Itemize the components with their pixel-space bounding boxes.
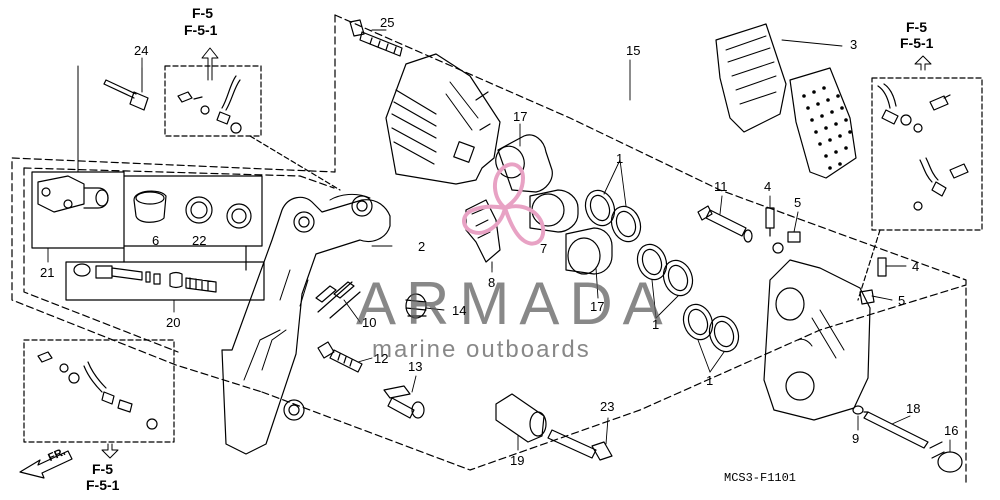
part-label-23: 23	[600, 399, 615, 414]
part-label-25: 25	[380, 15, 395, 30]
ref-top-right-1: F-5	[906, 19, 927, 35]
leader-lines	[47, 29, 951, 453]
hose-detail-top-left	[164, 47, 341, 191]
part-label-9: 9	[852, 431, 860, 446]
bolt-24	[77, 65, 149, 173]
ref-top-right-2: F-5-1	[900, 35, 934, 51]
ref-bottom-left-2: F-5-1	[86, 477, 120, 493]
part-label-3: 3	[850, 37, 858, 52]
part-label-19: 19	[510, 453, 525, 468]
assembly-outline	[11, 14, 967, 486]
part-label-8: 8	[488, 275, 496, 290]
part-label-1-top: 1	[616, 151, 624, 166]
bolt-12	[317, 341, 363, 373]
brake-pads	[715, 23, 857, 179]
part-label-18: 18	[906, 401, 921, 416]
bolt-13	[383, 385, 425, 419]
part-label-16: 16	[944, 423, 959, 438]
caliper-body-outer	[385, 53, 501, 185]
hose-detail-bottom-left	[23, 339, 175, 459]
boot-and-seals	[133, 190, 252, 229]
bracket-pin-assembly	[37, 175, 109, 213]
part-label-20: 20	[166, 315, 181, 330]
bolt-14	[405, 293, 427, 319]
part-label-17-bottom: 17	[590, 299, 605, 314]
bleeders-and-caps	[765, 207, 887, 305]
part-label-21: 21	[40, 265, 55, 280]
diagram-code: MCS3-F1101	[724, 471, 797, 485]
bolt-25	[349, 19, 403, 57]
watermark-subtitle: marine outboards	[372, 336, 591, 363]
hose-detail-top-right	[857, 55, 983, 301]
part-label-5-bottom: 5	[898, 293, 906, 308]
part-label-6: 6	[152, 233, 160, 248]
sleeve-19-bolt-23	[495, 393, 613, 461]
watermark-flower-icon	[462, 162, 546, 246]
slide-pin-set	[73, 263, 217, 293]
part-label-24: 24	[134, 43, 149, 58]
part-label-2: 2	[418, 239, 426, 254]
part-label-7: 7	[540, 241, 548, 256]
watermark-title: ARMADA	[356, 270, 673, 337]
part-label-10: 10	[362, 315, 377, 330]
piston-seals	[584, 189, 740, 353]
pad-retainer	[315, 281, 361, 319]
part-label-11: 11	[714, 179, 728, 194]
part-label-4-top: 4	[764, 179, 772, 194]
ref-bottom-left-1: F-5	[92, 461, 113, 477]
part-label-17-top: 17	[513, 109, 528, 124]
part-label-13: 13	[408, 359, 423, 374]
pad-pin-11	[697, 205, 753, 243]
front-arrow-icon	[19, 450, 73, 479]
caliper-bracket	[221, 193, 391, 455]
part-label-15: 15	[626, 43, 641, 58]
ref-top-left-2: F-5-1	[184, 22, 218, 38]
seal-kit-box	[31, 171, 265, 301]
ref-top-left-1: F-5	[192, 5, 213, 21]
part-label-14: 14	[452, 303, 467, 318]
part-label-1-middle: 1	[652, 317, 660, 332]
part-label-12: 12	[374, 351, 389, 366]
part-label-1-bottom: 1	[706, 373, 714, 388]
part-label-22: 22	[192, 233, 207, 248]
caliper-body-inner	[763, 259, 871, 421]
part-label-4-bottom: 4	[912, 259, 920, 274]
part-label-5-top: 5	[794, 195, 802, 210]
